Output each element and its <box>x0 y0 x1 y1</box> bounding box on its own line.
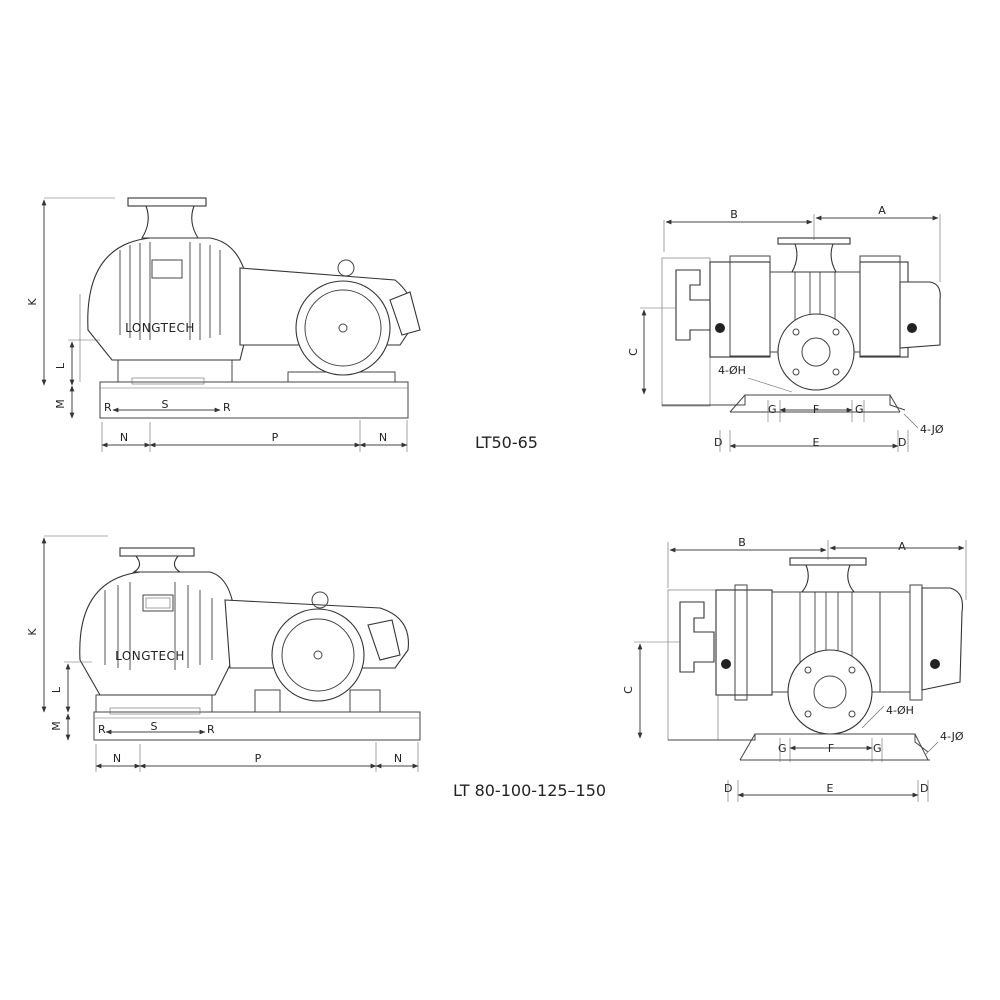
dim-c-label-large: C <box>622 686 635 694</box>
hole-h-label: 4-ØH <box>718 364 746 377</box>
motor-large <box>271 608 365 702</box>
lifting-eye-large <box>311 591 329 609</box>
dim-g-right-label-large: G <box>873 742 882 755</box>
dim-k-label-large: K <box>26 628 39 636</box>
dim-g-right-label: G <box>855 403 864 416</box>
dim-g-left-label-large: G <box>778 742 787 755</box>
inlet-flange <box>127 197 207 207</box>
dim-a-label: A <box>878 204 886 217</box>
blower-ribs <box>119 242 221 340</box>
dim-n-right-label: N <box>379 431 387 444</box>
dim-d-left-label-large: D <box>724 782 732 795</box>
dim-n-left-label-large: N <box>113 752 121 765</box>
dim-m-label: M <box>54 399 67 409</box>
dim-d-left-label: D <box>714 436 722 449</box>
hole-j-label: 4-JØ <box>920 423 944 436</box>
inlet-flange-large <box>119 547 195 557</box>
dim-e-label-large: E <box>827 782 834 795</box>
brand-label-large: LONGTECH <box>115 649 185 663</box>
end-view-lt50-65 <box>661 237 941 413</box>
dim-n-left-label: N <box>120 431 128 444</box>
dim-f-label: F <box>813 403 819 416</box>
dim-p-label-large: P <box>255 752 262 765</box>
hole-h-label-large: 4-ØH <box>886 704 914 717</box>
dim-n-right-label-large: N <box>394 752 402 765</box>
base-frame <box>99 381 409 419</box>
dim-l-label: L <box>54 362 67 369</box>
hole-j-label-large: 4-JØ <box>940 730 964 743</box>
dim-r-left-label-large: R <box>98 723 106 736</box>
nameplate <box>151 259 183 279</box>
side-view-lt80-150: LONGTECH <box>44 535 421 741</box>
dim-s-label: S <box>162 398 169 411</box>
motor <box>295 280 391 376</box>
dim-a-label-large: A <box>898 540 906 553</box>
dim-p-label: P <box>272 431 279 444</box>
dim-s-label-large: S <box>151 720 158 733</box>
side-view-lt80-150-dimensions: K L M R S R N P N <box>26 537 419 772</box>
dim-c-label: C <box>627 348 640 356</box>
nameplate-large <box>142 594 174 612</box>
dim-r-right-label-large: R <box>207 723 215 736</box>
outlet-flange-large <box>787 649 873 735</box>
dim-d-right-label: D <box>898 436 906 449</box>
dim-r-right-label: R <box>223 401 231 414</box>
caption-top: LT50-65 <box>475 433 538 452</box>
brand-label: LONGTECH <box>125 321 195 335</box>
dim-l-label-large: L <box>50 686 63 693</box>
end-view-lt80-150-dimensions: B A C 4-ØH G F G 4-JØ D E D <box>622 536 967 802</box>
side-view-lt50-65: LONGTECH <box>44 197 421 419</box>
lifting-eye <box>337 259 355 277</box>
dim-b-label-large: B <box>738 536 746 549</box>
blower-ribs-large <box>104 582 213 670</box>
bolt-right <box>907 323 917 333</box>
end-view-lt50-65-dimensions: B A C 4-ØH G F G 4-JØ D E D <box>627 204 944 452</box>
dim-e-label: E <box>813 436 820 449</box>
end-view-lt80-150 <box>667 557 964 761</box>
bolt-left <box>715 323 725 333</box>
blower-body <box>87 237 251 361</box>
base-frame-large <box>93 711 421 741</box>
dim-m-label-large: M <box>50 721 63 731</box>
outlet-flange <box>777 313 855 391</box>
caption-bottom: LT 80-100-125–150 <box>453 781 606 800</box>
dim-g-left-label: G <box>768 403 777 416</box>
bolt-right-large <box>930 659 940 669</box>
dim-r-left-label: R <box>104 401 112 414</box>
end-cover-left <box>709 261 771 358</box>
side-view-lt50-65-dimensions: K L M R S R N P N <box>26 199 408 452</box>
end-cover-left-large <box>715 589 773 696</box>
pulley-large <box>679 601 715 673</box>
dim-f-label-large: F <box>828 742 834 755</box>
dim-b-label: B <box>730 208 738 221</box>
bolt-left-large <box>721 659 731 669</box>
dim-k-label: K <box>26 298 39 306</box>
dim-d-right-label-large: D <box>920 782 928 795</box>
pulley <box>675 269 711 341</box>
